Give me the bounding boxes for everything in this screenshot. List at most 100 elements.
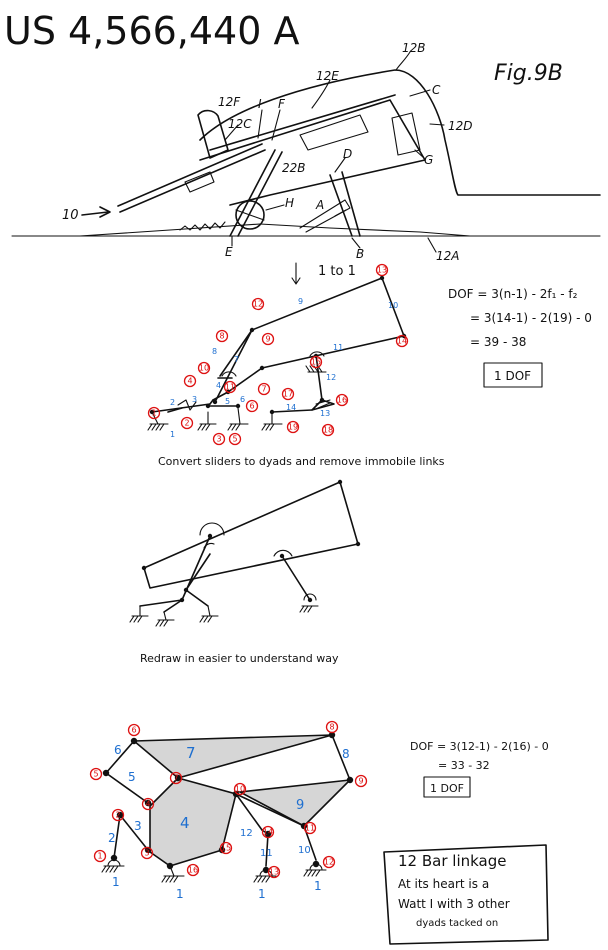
d3-link-1b: 1 [176, 887, 184, 901]
d3-link-5: 5 [128, 770, 136, 784]
d1-link-11: 11 [333, 343, 343, 352]
note-box: 12 Bar linkage At its heart is a Watt I … [383, 844, 549, 945]
note-line1: 12 Bar linkage [398, 852, 506, 870]
d1-link-10: 10 [388, 301, 398, 310]
note-line3: Watt I with 3 other [398, 897, 510, 911]
d1-link-12: 12 [326, 373, 336, 382]
d1-joint-5: 5 [232, 435, 237, 444]
mechanism-diagram-original: 1 2 3 4 5 6 7 8 9 10 11 12 13 14 15 16 1… [147, 263, 409, 446]
d3-joint-7: 7 [173, 774, 178, 783]
d3-joint-2: 2 [115, 811, 120, 820]
d1-joint-15: 15 [311, 358, 321, 367]
dof1-result-box [483, 362, 543, 388]
d1-link-9: 9 [298, 297, 303, 306]
d1-link-2: 2 [170, 398, 175, 407]
d1-joint-10: 10 [199, 364, 209, 373]
d1-joint-16: 16 [337, 396, 347, 405]
patent-label-a: A [315, 198, 324, 212]
dof2-line2: = 33 - 32 [438, 759, 490, 772]
d3-joint-14: 14 [263, 828, 273, 837]
d1-joint-9: 9 [265, 335, 270, 344]
patent-label-f: F [278, 97, 286, 111]
d1-link-14: 14 [286, 403, 296, 412]
patent-label-e: E [225, 245, 233, 259]
patent-label-b: B [356, 247, 364, 261]
d3-link-9: 9 [296, 798, 304, 813]
d1-joint-13: 13 [377, 266, 387, 275]
d1-joint-19: 19 [288, 423, 298, 432]
step1-caption: Convert sliders to dyads and remove immo… [158, 455, 445, 468]
patent-label-12b: 12B [402, 41, 426, 55]
d1-joint-11: 11 [225, 383, 235, 392]
patent-label-d: D [343, 147, 352, 161]
d1-link-1: 1 [170, 430, 175, 439]
d1-joint-14: 14 [397, 337, 407, 346]
d3-joint-9: 9 [358, 777, 363, 786]
d3-joint-6: 6 [131, 726, 136, 735]
d3-link-1c: 1 [258, 887, 266, 901]
patent-label-i: I [258, 97, 262, 111]
dof1-result: 1 DOF [494, 369, 531, 383]
diagram1-joints: 1 2 3 4 5 6 7 8 9 10 11 12 13 14 15 16 1… [147, 263, 409, 446]
d1-joint-4: 4 [187, 377, 192, 386]
link-7-shape [131, 734, 333, 779]
twelve-bar-linkage-diagram: 1 2 3 4 5 6 7 8 9 10 11 12 13 14 15 16 1… [89, 720, 368, 901]
dof2-result-box [423, 776, 471, 798]
d3-link-10: 10 [298, 845, 311, 856]
patent-label-c: C [432, 83, 441, 97]
patent-label-12a: 12A [436, 249, 459, 263]
d1-link-6: 6 [240, 395, 245, 404]
patent-label-12f: 12F [218, 95, 241, 109]
d3-link-11: 11 [260, 848, 273, 859]
step2-caption: Redraw in easier to understand way [140, 652, 339, 665]
patent-label-12c: 12C [228, 117, 252, 131]
d3-joint-12: 12 [324, 858, 334, 867]
d1-link-13: 13 [320, 409, 330, 418]
d1-link-8: 8 [212, 347, 217, 356]
dof2-line1: DOF = 3(12-1) - 2(16) - 0 [410, 740, 549, 753]
dof1-line1: DOF = 3(n-1) - 2f₁ - f₂ [448, 287, 578, 301]
d1-joint-17: 17 [283, 390, 293, 399]
patent-label-h: H [285, 196, 294, 210]
d1-link-5: 5 [225, 397, 230, 406]
patent-title: US 4,566,440 A [4, 9, 299, 53]
diagram3-joints: 1 2 3 4 5 6 7 8 9 10 11 12 13 14 15 16 [89, 720, 368, 879]
mechanism-diagram-simplified [129, 479, 361, 627]
d1-link-4: 4 [216, 381, 221, 390]
patent-label-g: G [424, 153, 433, 167]
d3-joint-11: 11 [305, 824, 315, 833]
diagram3-links: 1 1 1 1 2 3 4 5 6 7 8 9 10 11 12 [108, 743, 350, 901]
dof1-line2: = 3(14-1) - 2(19) - 0 [470, 311, 592, 325]
patent-label-22b: 22B [282, 161, 306, 175]
patent-label-12e: 12E [316, 69, 339, 83]
note-line2: At its heart is a [398, 877, 489, 891]
d3-link-6: 6 [114, 743, 122, 757]
down-arrow-icon [291, 262, 301, 285]
d1-joint-7: 7 [261, 385, 266, 394]
d1-joint-6: 6 [249, 402, 254, 411]
d3-joint-5: 5 [93, 770, 98, 779]
d3-joint-4: 4 [145, 800, 150, 809]
d3-link-2: 2 [108, 831, 116, 845]
d3-joint-13: 13 [269, 868, 279, 877]
d1-joint-18: 18 [323, 426, 333, 435]
d3-joint-10: 10 [235, 785, 245, 794]
d3-link-1a: 1 [112, 875, 120, 889]
d3-link-8: 8 [342, 747, 350, 761]
d3-link-7: 7 [186, 744, 196, 762]
d1-joint-12: 12 [253, 300, 263, 309]
d3-link-1d: 1 [314, 879, 322, 893]
patent-label-10: 10 [62, 208, 79, 223]
ratio-label: 1 to 1 [318, 264, 356, 279]
d1-joint-1: 1 [151, 409, 156, 418]
d3-joint-15: 15 [221, 844, 231, 853]
figure-label: Fig.9B [494, 61, 563, 86]
link-9-shape [237, 778, 353, 827]
diagram1-links: 1 2 3 4 5 6 7 8 9 10 11 12 13 14 [170, 297, 398, 439]
dof2-result: 1 DOF [430, 782, 464, 795]
d1-joint-2: 2 [184, 419, 189, 428]
d3-joint-3: 3 [144, 849, 149, 858]
d3-link-3: 3 [134, 819, 142, 833]
d3-joint-16: 16 [188, 866, 198, 875]
